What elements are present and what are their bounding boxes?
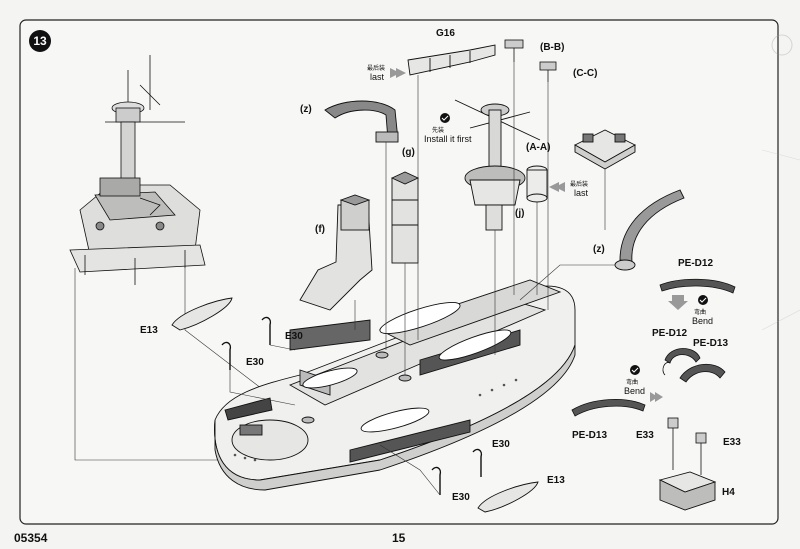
label-e33-right: E33 [723,437,741,448]
note-bend-1-en: Bend [692,316,713,326]
part-c-c [539,61,557,82]
label-j: (j) [515,208,524,219]
pe-d12-bent [662,348,701,376]
funnel-f [299,194,373,311]
label-g: (g) [402,147,415,158]
label-c-c: (C-C) [573,68,597,79]
leader-line [184,268,271,396]
note-last-1-en: last [370,72,385,82]
label-f: (f) [315,224,325,235]
label-z-upper: (z) [300,104,312,115]
davits-e30 [221,316,483,495]
note-last-1-cn: 最后装 [367,64,385,72]
lifeboat-e13-upper [171,297,233,331]
mast-bridge-assembly [69,55,206,285]
part-b-b [504,39,524,62]
page-number: 15 [392,531,406,545]
label-e30-4: E30 [452,492,470,503]
label-e30-3: E30 [492,439,510,450]
part-e33-right [695,432,707,475]
label-g16: G16 [436,28,455,39]
part-g16 [407,44,496,76]
page-bleed-through [762,34,800,331]
label-e30-1: E30 [285,331,303,342]
leader-line [74,268,240,461]
leader-line [229,370,296,406]
label-e30-2: E30 [246,357,264,368]
label-z-right: (z) [593,244,605,255]
crane-z-upper [324,100,399,143]
part-a-a [526,165,548,203]
part-h4 [658,471,717,511]
label-b-b: (B-B) [540,42,564,53]
product-code: 05354 [14,531,48,545]
step-number-badge: 13 [29,30,51,52]
note-last-2-en: last [574,188,589,198]
pe-d12-strip-flat [659,278,736,294]
arrow-last-1 [390,68,406,78]
note-last-2-cn: 最后装 [570,180,588,188]
label-pe-d12-flat: PE-D12 [678,258,713,269]
note-first-cn: 先装 [432,126,444,134]
note-first-en: Install it first [424,134,472,144]
arrow-last-2 [549,182,565,192]
pe-d13-bent [679,364,726,383]
funnel-g [390,171,420,264]
bend-badge-1 [698,295,708,305]
arrow-bend-1 [668,295,688,310]
install-first-badge [440,113,450,123]
leader-line [519,264,615,301]
label-pe-d13-bent: PE-D13 [693,338,728,349]
label-e13-upper: E13 [140,325,158,336]
leader-line [379,444,441,496]
note-bend-2-en: Bend [624,386,645,396]
lifeboat-e13-lower [477,481,539,513]
crane-z-right [614,189,685,271]
main-mast [454,99,541,231]
ship-hull [214,279,576,491]
note-bend-2-cn: 弯曲 [626,378,638,386]
label-pe-d13-flat: PE-D13 [572,430,607,441]
note-bend-1-cn: 弯曲 [694,308,706,316]
pe-d13-strip-flat [571,399,646,417]
part-e33-left [667,417,679,470]
leader-line [269,344,296,351]
label-a-a: (A-A) [526,142,550,153]
label-e13-lower: E13 [547,475,565,486]
searchlight-platform [574,129,636,170]
label-pe-d12-bent: PE-D12 [652,328,687,339]
bend-badge-2 [630,365,640,375]
arrow-bend-2 [650,392,663,402]
label-e33-left: E33 [636,430,654,441]
label-h4: H4 [722,487,735,498]
